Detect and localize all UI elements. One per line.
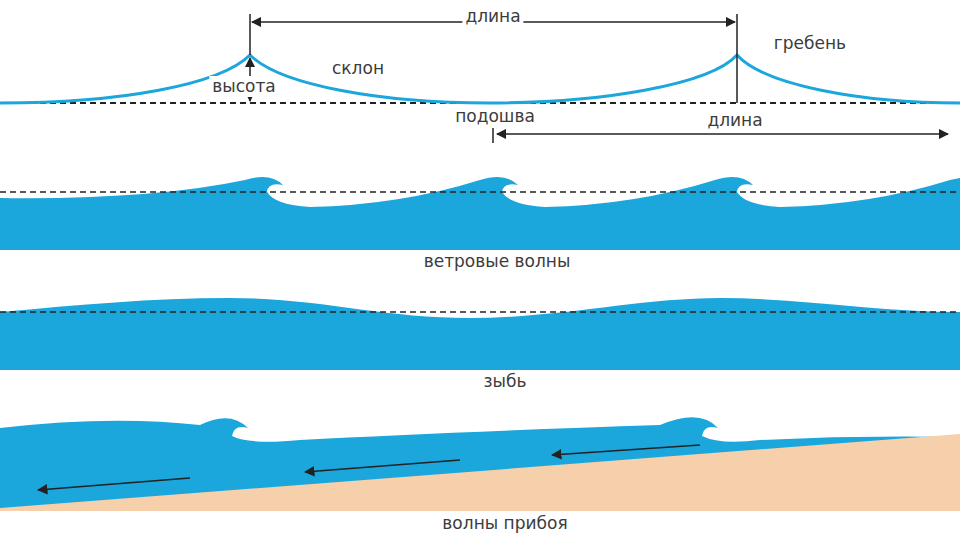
still-water-line	[0, 311, 960, 313]
swell-waves	[0, 298, 960, 370]
wind-waves	[0, 177, 960, 250]
trough-label: подошва	[452, 106, 538, 127]
backwash-arrow	[38, 478, 190, 490]
slope-label: склон	[329, 58, 387, 79]
caption-label: волны прибоя	[439, 513, 570, 534]
beach-sand	[0, 434, 960, 511]
backwash-arrow	[305, 460, 460, 472]
still-water-line	[0, 191, 960, 193]
caption-label: зыбь	[481, 371, 530, 392]
caption-label: ветровые волны	[421, 251, 574, 272]
length-label: длина	[704, 110, 765, 131]
height-label: высота	[209, 76, 279, 97]
length-label: длина	[462, 6, 523, 27]
length-arrow	[497, 133, 948, 135]
length-tick	[249, 14, 251, 55]
length-tick	[492, 128, 494, 143]
backwash-arrow	[552, 445, 700, 455]
surf-water	[0, 417, 960, 510]
crest-label: гребень	[771, 33, 849, 54]
length-tick	[736, 14, 738, 103]
wave-profile	[0, 55, 960, 103]
